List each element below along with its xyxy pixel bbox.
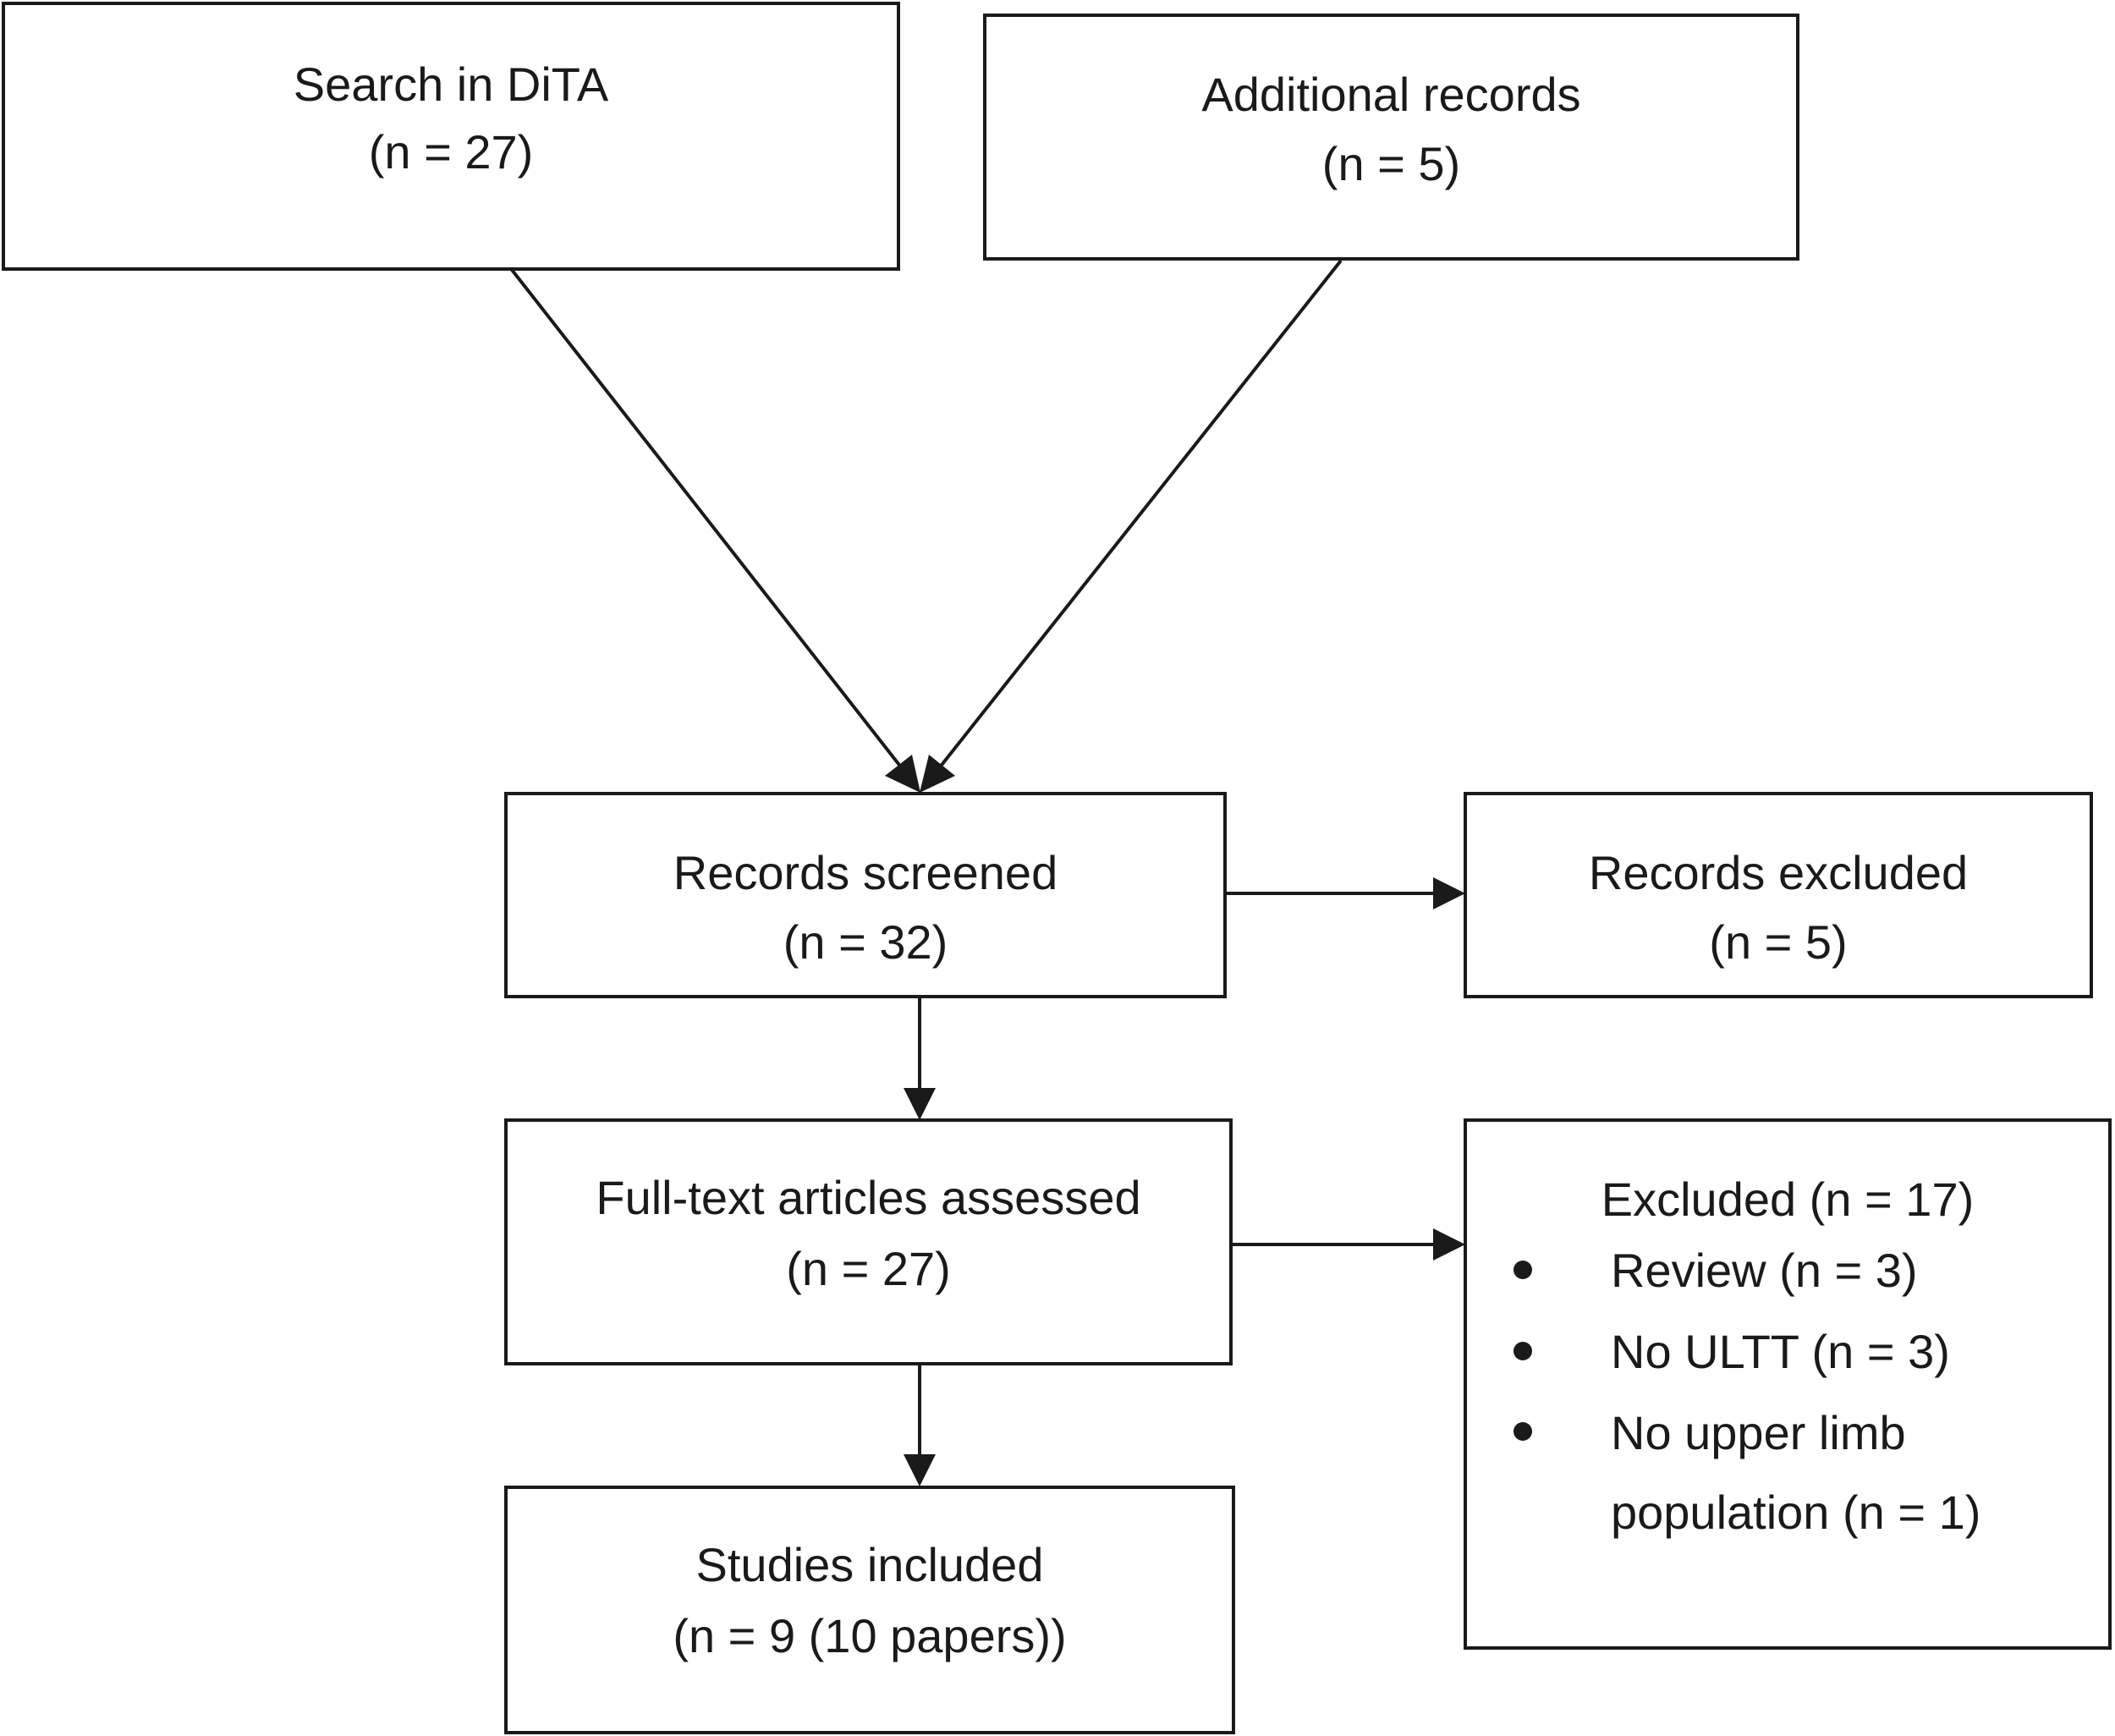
records-excluded-title: Records excluded [1588, 846, 1969, 899]
fulltext-assessed-box: Full-text articles assessed (n = 27) [504, 1118, 1233, 1365]
arrow-screened-to-records-excluded [1227, 877, 1465, 909]
records-excluded-count: (n = 5) [1709, 915, 1848, 969]
additional-count: (n = 5) [1321, 137, 1461, 190]
screened-count: (n = 32) [783, 915, 948, 969]
excluded-title: Excluded (n = 17) [1601, 1173, 1975, 1226]
records-screened-box: Records screened (n = 32) [504, 792, 1227, 998]
bullet-icon [1513, 1342, 1532, 1360]
additional-title: Additional records [1201, 68, 1581, 121]
additional-records-box: Additional records (n = 5) [983, 14, 1799, 261]
arrow-search-to-screened [504, 261, 920, 793]
search-box: Search in DiTA (n = 27) [2, 2, 900, 271]
excluded-reason-review: Review (n = 3) [1611, 1244, 1918, 1297]
excluded-reason-no-upper-limb-line1: No upper limb [1611, 1406, 1906, 1459]
excluded-reason-no-ultt: No ULTT (n = 3) [1611, 1325, 1950, 1378]
records-excluded-box: Records excluded (n = 5) [1464, 792, 2093, 998]
fulltext-count: (n = 27) [786, 1242, 951, 1295]
excluded-box: Excluded (n = 17) Review (n = 3) No ULTT… [1464, 1118, 2112, 1650]
excluded-reason-no-upper-limb-line2: population (n = 1) [1611, 1486, 1981, 1539]
fulltext-title: Full-text articles assessed [596, 1171, 1141, 1224]
bullet-icon [1513, 1422, 1532, 1441]
search-title: Search in DiTA [293, 58, 609, 111]
arrow-screened-to-fulltext [904, 998, 936, 1120]
search-count: (n = 27) [368, 125, 534, 179]
included-title: Studies included [695, 1538, 1044, 1591]
screened-title: Records screened [673, 846, 1058, 899]
studies-included-box: Studies included (n = 9 (10 papers)) [504, 1486, 1235, 1734]
arrow-fulltext-to-included [904, 1365, 936, 1486]
bullet-icon [1513, 1261, 1532, 1279]
included-count: (n = 9 (10 papers)) [673, 1609, 1067, 1662]
arrow-fulltext-to-excluded [1232, 1228, 1465, 1261]
arrow-additional-to-screened [920, 259, 1343, 793]
